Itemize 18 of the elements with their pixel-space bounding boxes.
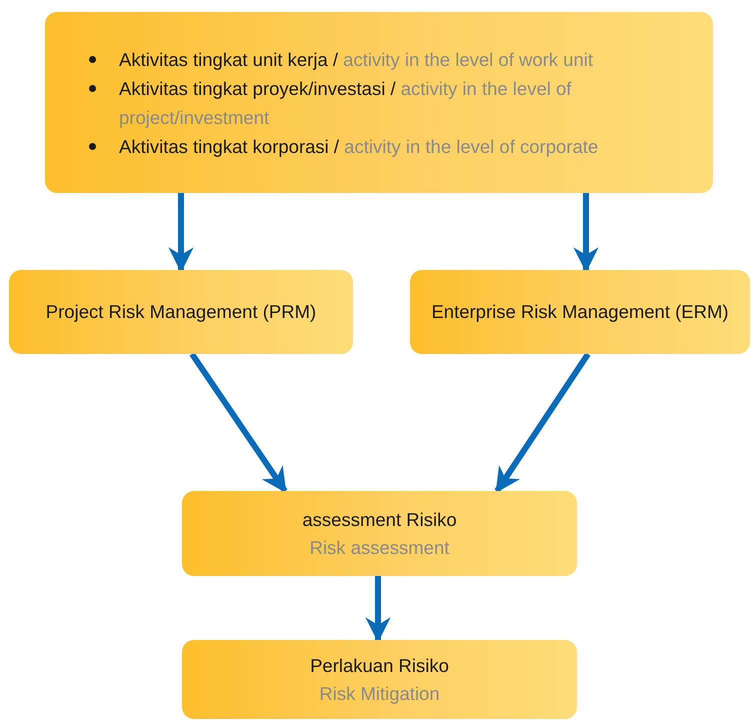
arrow <box>365 576 391 643</box>
process-box <box>9 270 353 354</box>
list-item-text: Aktivitas tingkat korporasi / activity in the level of corporate <box>119 136 598 156</box>
box-title: Enterprise Risk Management (ERM) <box>431 300 729 324</box>
process-box <box>45 12 713 193</box>
arrow <box>494 352 590 494</box>
box-title: Perlakuan Risiko <box>310 654 449 678</box>
arrow <box>190 352 288 494</box>
list-item-text: Aktivitas tingkat unit kerja / activity in the level of work unit <box>119 48 594 70</box>
box-subtitle: Risk assessment <box>310 536 450 560</box>
process-box <box>182 640 577 719</box>
process-box <box>182 491 577 576</box>
arrow <box>573 193 599 273</box>
process-box <box>410 270 750 354</box>
arrow <box>168 193 194 273</box>
box-subtitle: Risk Mitigation <box>319 682 440 706</box>
box-title: assessment Risiko <box>302 508 457 532</box>
box-title: Project Risk Management (PRM) <box>46 300 316 324</box>
